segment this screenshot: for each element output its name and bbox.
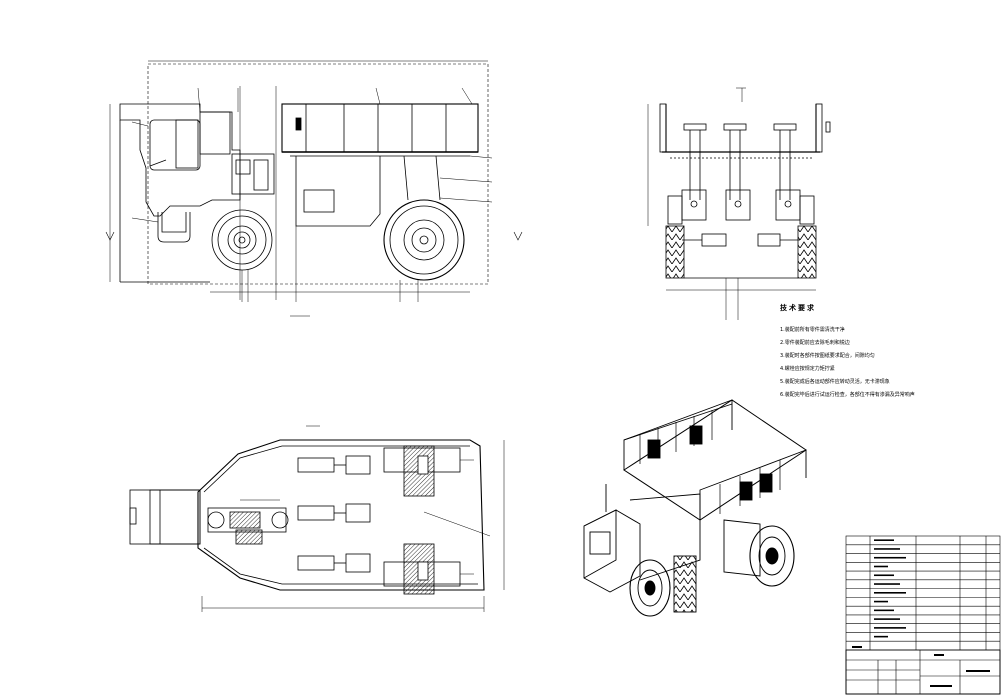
- requirement-item: 5.装配完成后各运动部件应转动灵活，无卡滞现象: [780, 379, 890, 385]
- requirement-item: 1.装配前所有零件需清洗干净: [780, 327, 845, 333]
- requirement-item: 2.零件装配前应去除毛刺和锐边: [780, 340, 850, 346]
- requirement-item: 6.装配完毕后进行试运行检查，各部位不得有渗漏及异常响声: [780, 392, 915, 398]
- title-block: [845, 535, 1001, 695]
- isometric-view: [583, 399, 807, 617]
- parts-list-entry-mark: [874, 609, 894, 612]
- parts-list-entry-mark: [874, 627, 906, 629]
- parts-list-entry-mark: [874, 592, 906, 594]
- parts-list-entry-mark: [874, 556, 906, 559]
- parts-list-entry-mark: [874, 635, 888, 638]
- parts-list-entry-mark: [874, 583, 900, 585]
- parts-list-entry-mark: [874, 565, 888, 568]
- parts-list-entry-mark: [874, 600, 888, 603]
- technical-requirements: 技术要求 1.装配前所有零件需清洗干净 2.零件装配前应去除毛刺和锐边 3.装配…: [780, 302, 995, 402]
- plan-view: [129, 425, 505, 612]
- technical-requirements-title: 技术要求: [780, 304, 816, 312]
- parts-list-entry-mark: [874, 574, 894, 577]
- parts-list-entry-mark: [874, 539, 894, 541]
- parts-list: [846, 539, 1000, 642]
- side-elevation-view: [105, 60, 523, 317]
- parts-list-entry-mark: [874, 548, 900, 550]
- rear-view: [647, 87, 831, 320]
- requirement-item: 4.螺栓应按规定力矩拧紧: [780, 366, 835, 372]
- parts-list-entry-mark: [874, 618, 900, 620]
- requirement-item: 3.装配时各部件按图纸要求配合，间隙均匀: [780, 353, 875, 359]
